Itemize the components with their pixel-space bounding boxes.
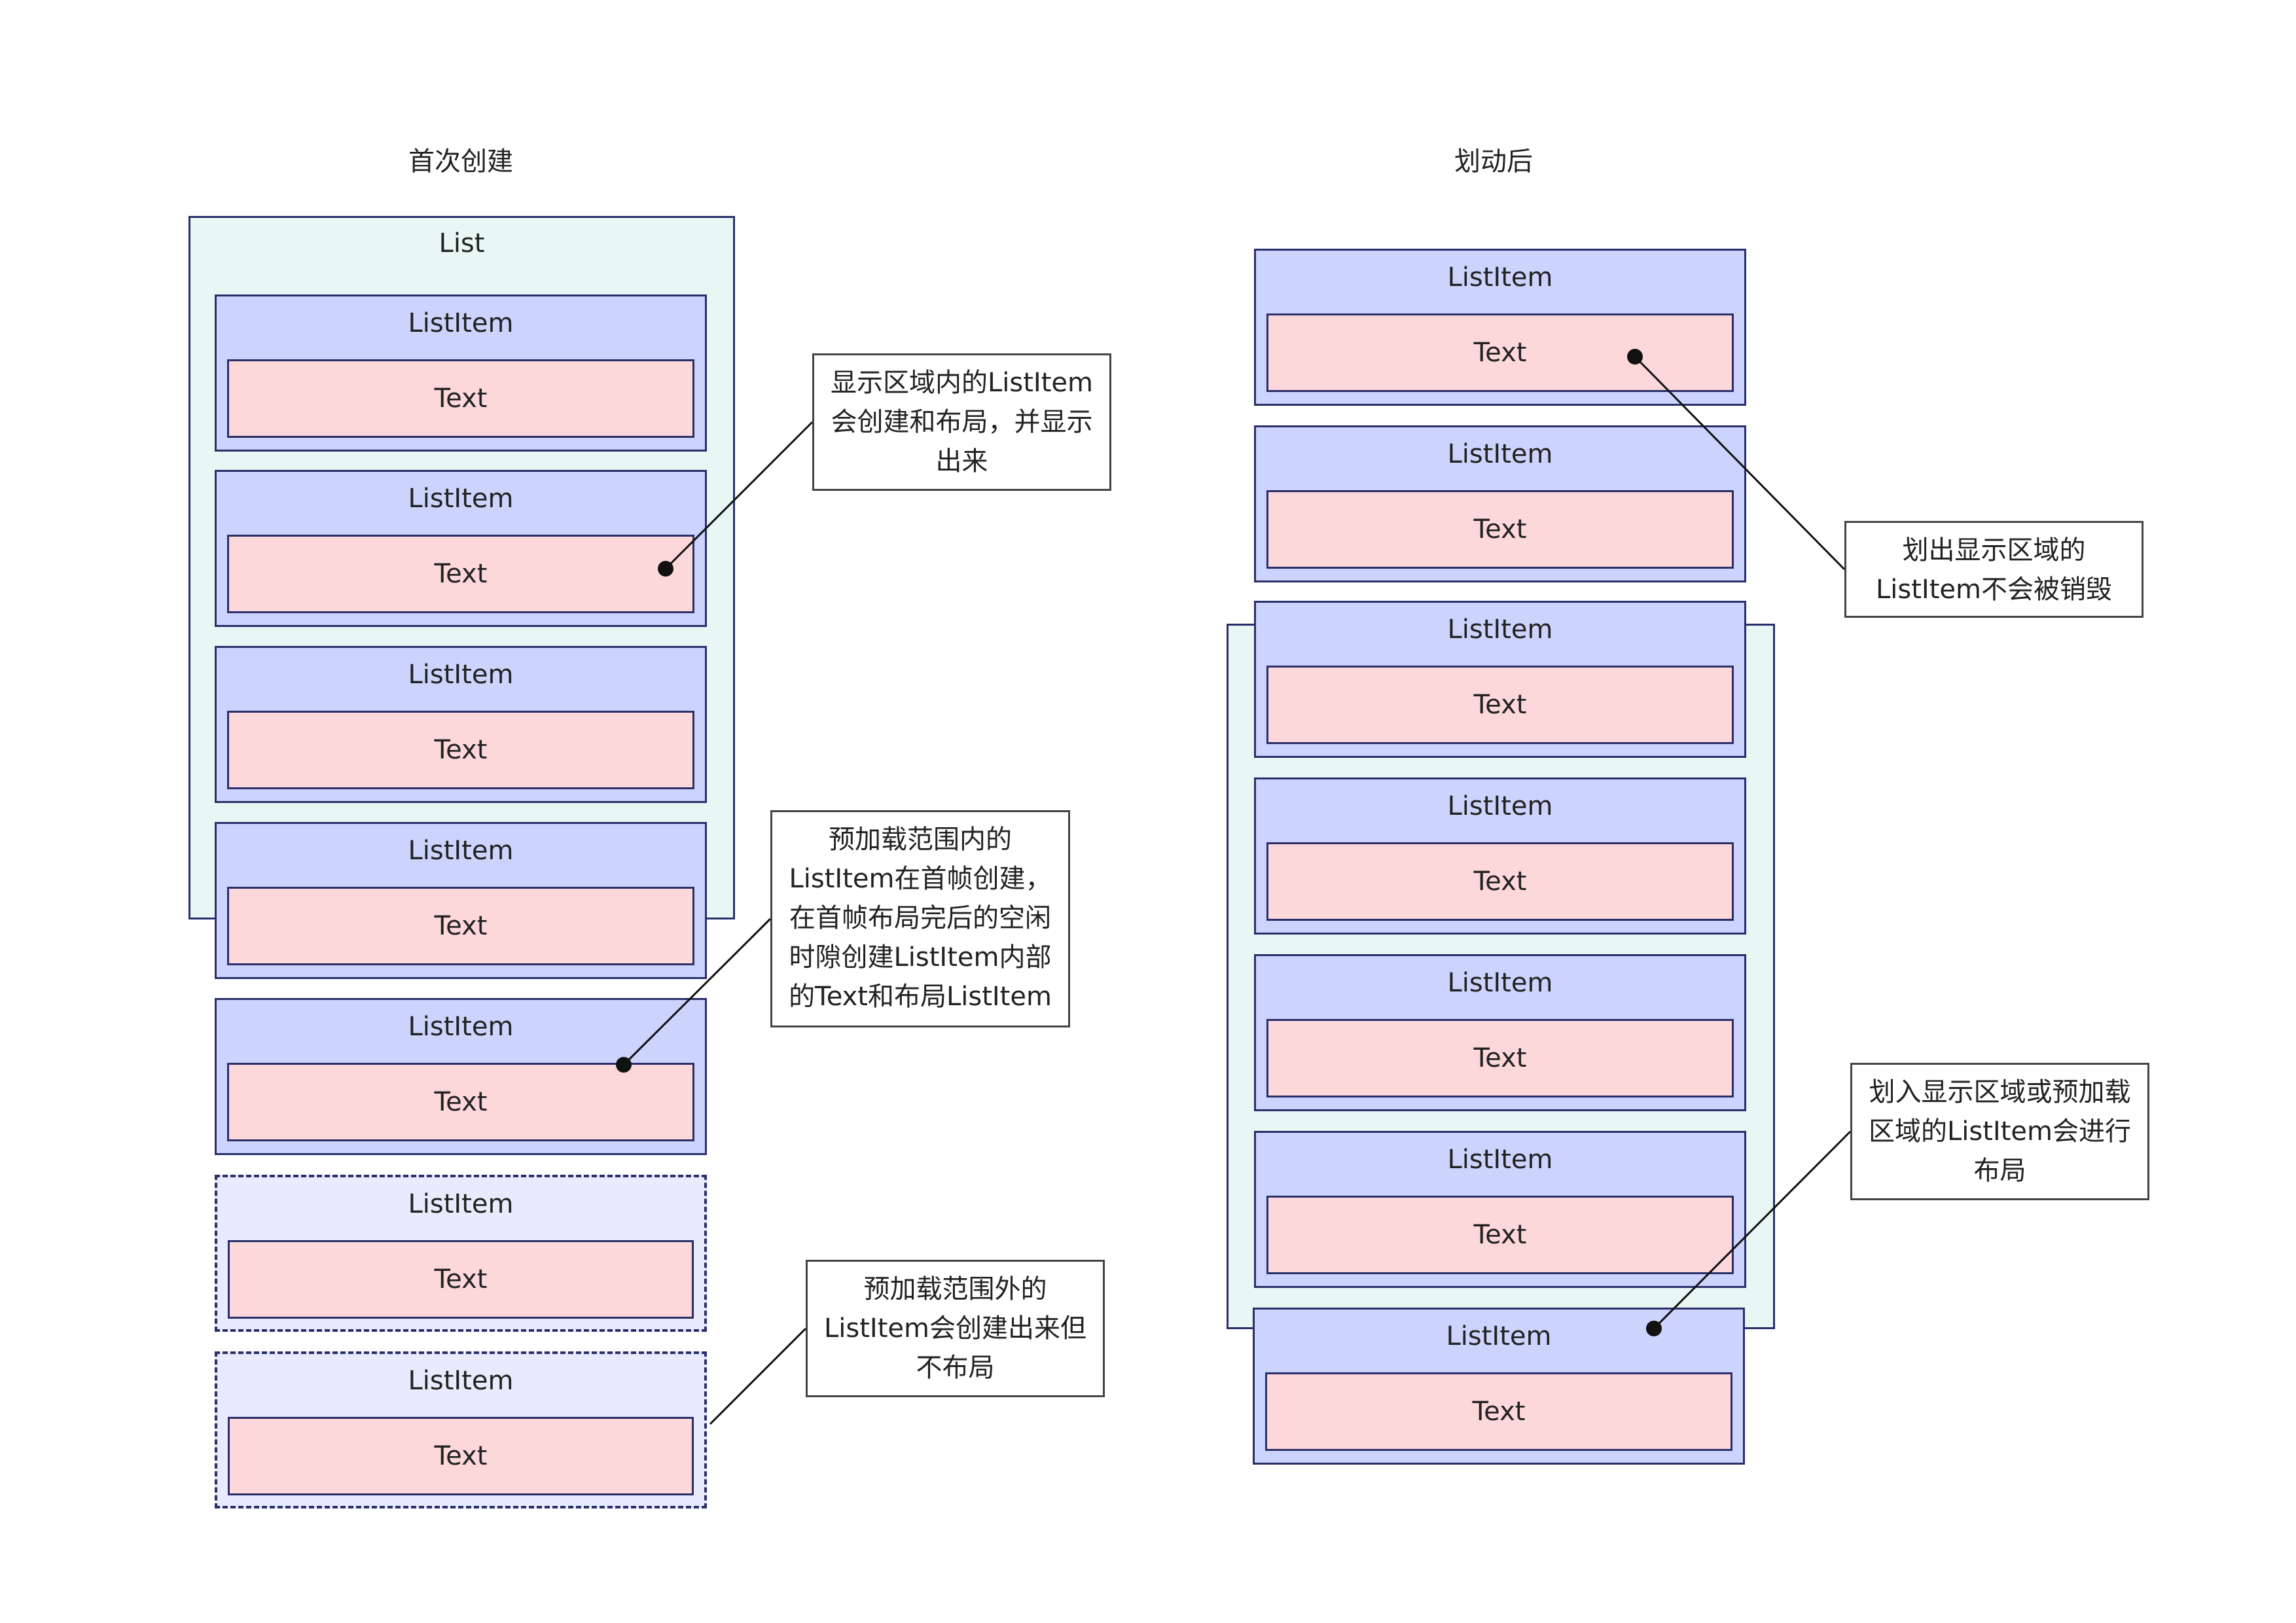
list-item-text: Text	[1266, 1196, 1734, 1274]
list-item: ListItem Text	[1253, 1308, 1745, 1465]
note-preload-outside: 预加载范围外的 ListItem会创建出来但 不布局	[806, 1260, 1105, 1397]
list-item-label: ListItem	[408, 308, 514, 338]
connector-scrolled-in	[1653, 1130, 1852, 1330]
list-item-label: ListItem	[408, 484, 514, 514]
note-visible-area: 显示区域内的ListItem 会创建和布局，并显示 出来	[812, 353, 1111, 491]
list-item-label: ListItem	[408, 1012, 514, 1042]
heading-after-scroll: 划动后	[1454, 147, 1533, 177]
list-item-text: Text	[1265, 1372, 1732, 1451]
note-scrolled-in: 划入显示区域或预加载 区域的ListItem会进行 布局	[1850, 1063, 2149, 1200]
list-item-text: Text	[227, 1063, 694, 1141]
connector-visible-area	[664, 421, 814, 570]
list-item: ListItem Text	[215, 470, 707, 627]
connector-dot	[658, 561, 673, 577]
list-item-text: Text	[228, 1417, 694, 1495]
list-item-text: Text	[227, 535, 694, 613]
list-item-text: Text	[227, 711, 694, 789]
list-item-label: ListItem	[408, 836, 514, 866]
list-item-label: ListItem	[1447, 968, 1553, 998]
list-item-label: ListItem	[1446, 1321, 1552, 1351]
list-item-text: Text	[227, 887, 694, 965]
list-item: ListItem Text	[215, 646, 707, 803]
list-item-text: Text	[228, 1240, 694, 1319]
list-item: ListItem Text	[1254, 777, 1746, 935]
list-item-label: ListItem	[1447, 439, 1553, 469]
connector-preload-inside	[622, 918, 772, 1066]
list-item-label: ListItem	[408, 1366, 514, 1396]
list-item-label: ListItem	[408, 1189, 514, 1219]
list-item-label: ListItem	[1447, 615, 1553, 645]
list-item-label: ListItem	[1447, 791, 1553, 821]
list-item-text: Text	[1266, 490, 1734, 569]
list-item: ListItem Text	[1254, 1131, 1746, 1288]
connector-preload-outside	[709, 1327, 807, 1425]
connector-dot	[1627, 349, 1643, 365]
list-item-label: ListItem	[1447, 1145, 1553, 1175]
list-item: ListItem Text	[215, 822, 707, 979]
connector-scrolled-out	[1634, 355, 1846, 571]
list-label: List	[439, 228, 485, 259]
heading-first-creation: 首次创建	[408, 147, 513, 177]
list-item-unlaid: ListItem Text	[215, 1175, 707, 1332]
list-item: ListItem Text	[1254, 249, 1746, 406]
note-preload-inside: 预加载范围内的 ListItem在首帧创建， 在首帧布局完后的空闲 时隙创建Li…	[770, 810, 1070, 1027]
list-item-text: Text	[227, 359, 694, 438]
list-item-text: Text	[1266, 666, 1734, 744]
list-item-text: Text	[1266, 1019, 1734, 1097]
list-item-text: Text	[1266, 842, 1734, 921]
list-item-label: ListItem	[408, 660, 514, 690]
list-item: ListItem Text	[215, 998, 707, 1155]
list-item-unlaid: ListItem Text	[215, 1351, 707, 1508]
list-item: ListItem Text	[1254, 954, 1746, 1111]
list-item: ListItem Text	[1254, 601, 1746, 758]
list-item: ListItem Text	[1254, 425, 1746, 582]
connector-dot	[1646, 1321, 1662, 1336]
note-scrolled-out: 划出显示区域的 ListItem不会被销毁	[1844, 521, 2144, 618]
list-item-label: ListItem	[1447, 262, 1553, 293]
connector-dot	[616, 1057, 632, 1073]
list-item: ListItem Text	[215, 294, 707, 452]
